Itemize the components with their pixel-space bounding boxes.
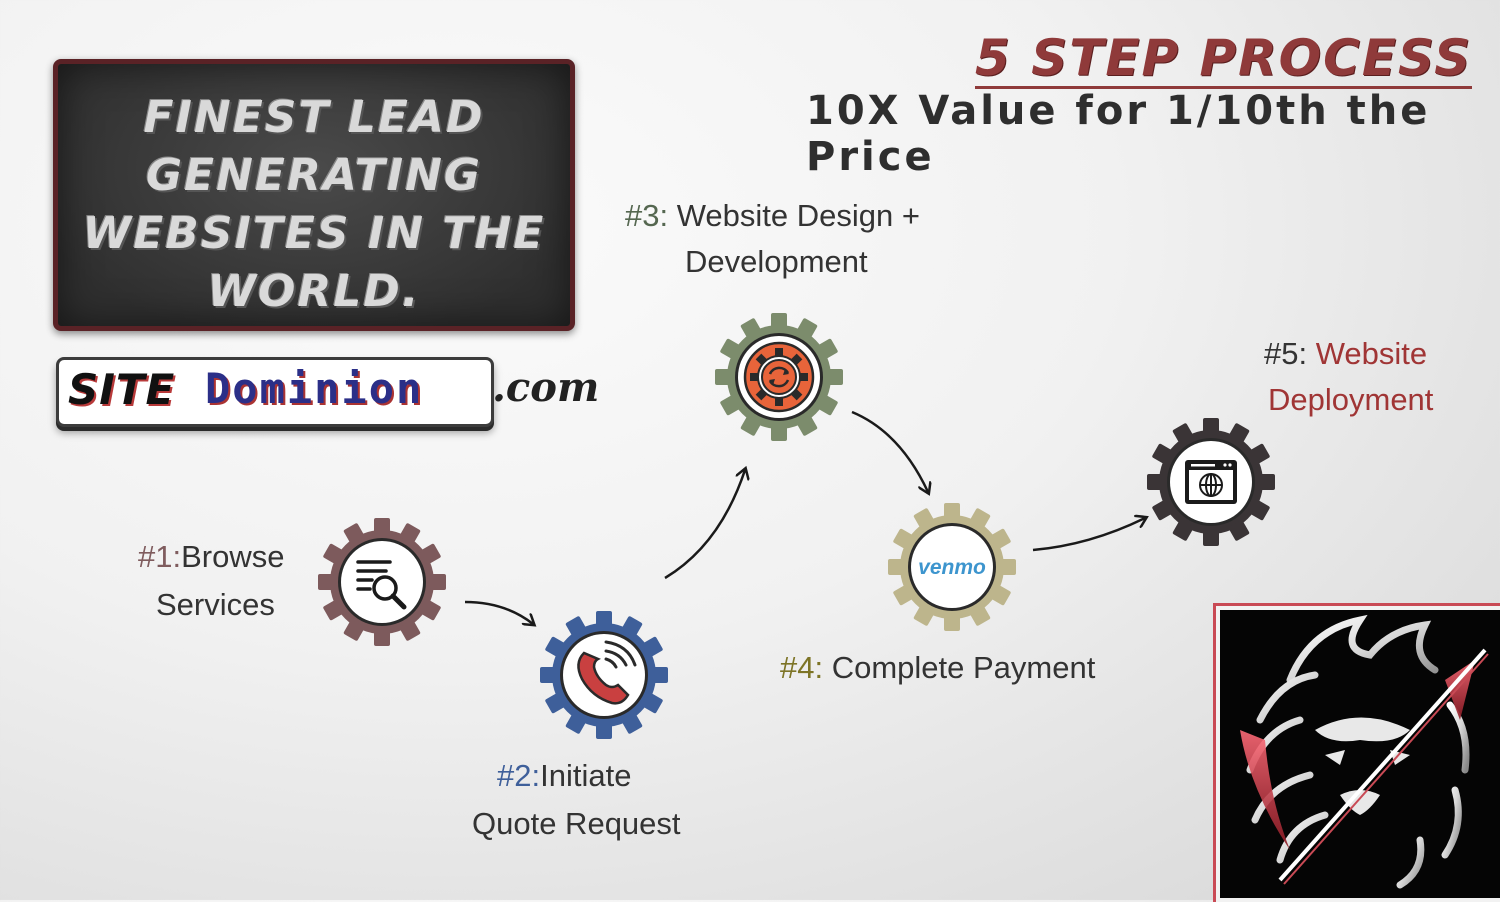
step-1-label-line2: Services: [156, 587, 275, 622]
arrow-step4-to-step5: [1032, 518, 1145, 552]
step-1-separator: :: [172, 539, 182, 574]
step-3-label-line2: Development: [685, 244, 868, 279]
venmo-logo: venmo: [918, 556, 986, 579]
gear-icon: [318, 518, 446, 646]
step-2-title: Initiate: [540, 758, 632, 793]
gear-icon: [540, 611, 668, 739]
logo-dominion-text: Dominion: [205, 364, 424, 413]
step-5-label-line2: Deployment: [1268, 382, 1434, 417]
step-1-gear: [318, 518, 446, 650]
step-3-title: Website Design +: [668, 198, 920, 233]
step-4-separator: :: [814, 650, 824, 685]
step-2-label-line2: Quote Request: [472, 806, 681, 841]
gear-icon: venmo: [888, 503, 1016, 631]
logo-com-text: .com: [492, 364, 600, 411]
step-3-number: #3: [625, 198, 660, 233]
step-4-label: #4: Complete Payment: [780, 644, 1095, 692]
settings-sync-icon: [743, 341, 815, 413]
lion-logo-badge: [1216, 606, 1500, 902]
step-5-title: Website: [1307, 336, 1428, 371]
step-4-number: #4: [780, 650, 815, 685]
step-1-label: #1:Browse: [138, 533, 284, 581]
step-5-number: #5: [1264, 336, 1299, 371]
tagline-line-2: generating: [145, 150, 483, 201]
logo-site-text: SITE: [68, 365, 176, 414]
step-3-separator: :: [659, 198, 669, 233]
step-5-separator: :: [1298, 336, 1308, 371]
step-1-number: #1: [138, 539, 173, 574]
step-2-gear: [540, 611, 668, 743]
step-4-gear: venmo: [888, 503, 1016, 635]
step-2-label: #2:Initiate: [497, 752, 631, 800]
tagline-line-3: websites in the: [82, 208, 546, 259]
step-2-separator: :: [531, 758, 541, 793]
phone-call-icon: [577, 640, 637, 705]
search-document-icon: [356, 560, 407, 610]
step-5-label: #5: Website: [1264, 330, 1427, 378]
tagline-chalkboard: Finest lead generating websites in the w…: [53, 59, 575, 331]
gear-icon: [715, 313, 843, 441]
arrow-step1-to-step2: [464, 600, 533, 624]
page-title: 5 Step Process: [975, 29, 1473, 89]
step-4-title: Complete Payment: [823, 650, 1096, 685]
page-subtitle: 10X Value for 1/10th the Price: [806, 88, 1431, 180]
arrow-step3-to-step4: [851, 410, 928, 492]
web-browser-globe-icon: [1185, 460, 1237, 504]
step-1-title: Browse: [181, 539, 285, 574]
step-2-number: #2: [497, 758, 532, 793]
step-5-gear: [1147, 418, 1275, 550]
step-3-label: #3: Website Design +: [625, 192, 920, 240]
site-logo-box: [56, 357, 494, 427]
step-3-gear: [715, 313, 843, 445]
arrow-step2-to-step3: [664, 470, 745, 580]
tagline-line-4: world.: [207, 266, 421, 317]
gear-icon: [1147, 418, 1275, 546]
lion-head-logo: [1240, 614, 1489, 889]
tagline-text: Finest lead generating websites in the w…: [58, 89, 570, 321]
tagline-line-1: Finest lead: [143, 92, 485, 143]
